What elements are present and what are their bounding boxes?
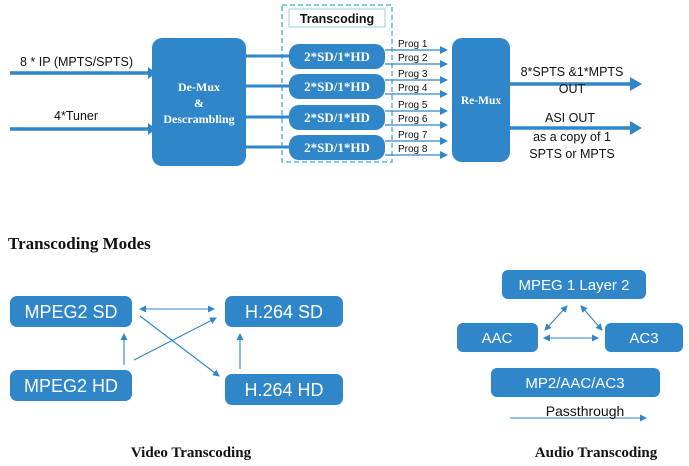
prog-label-6: Prog 6 (398, 114, 428, 125)
input-ip-label: 8 * IP (MPTS/SPTS) (20, 55, 133, 69)
ac3-box (605, 323, 683, 352)
prog-label-7: Prog 7 (398, 130, 428, 141)
mpeg2-hd-label: MPEG2 HD (24, 376, 118, 396)
h264-hd-label: H.264 HD (244, 380, 323, 400)
transcoder-box-3 (289, 105, 385, 130)
mp2-aac-ac3-label: MP2/AAC/AC3 (525, 375, 624, 392)
transcoder-box-2 (289, 74, 385, 99)
mpeg1-layer2-label: MPEG 1 Layer 2 (519, 277, 630, 294)
h264-sd-label: H.264 SD (245, 302, 323, 322)
aac-box (457, 323, 538, 352)
prog-label-5: Prog 5 (398, 100, 428, 111)
mpeg1-layer2-box (502, 270, 646, 299)
remux-label: Re-Mux (461, 95, 501, 107)
input-arrows (10, 67, 156, 135)
transcoding-region (281, 4, 393, 163)
mpeg2-hd-box (10, 370, 132, 401)
h264-hd-box (225, 374, 343, 405)
output-spts-line2: OUT (559, 82, 586, 96)
output-arrows (510, 77, 642, 135)
transcoder-label-1: 2*SD/1*HD (304, 49, 370, 64)
transcoder-box-1 (289, 44, 385, 69)
demux-label-line1: De-Mux (178, 80, 220, 94)
demux-to-transcoder-lines (246, 54, 290, 149)
mpeg2-sd-label: MPEG2 SD (24, 302, 117, 322)
output-asi-line1: ASI OUT (545, 111, 595, 125)
output-asi-line2: as a copy of 1 (533, 130, 611, 144)
transcoding-label-box (288, 8, 386, 28)
output-asi-line3: SPTS or MPTS (529, 147, 614, 161)
transcoding-label: Transcoding (300, 12, 374, 26)
prog-label-8: Prog 8 (398, 144, 428, 155)
prog-arrows (385, 46, 448, 159)
video-caption: Video Transcoding (131, 445, 252, 461)
output-spts-line1: 8*SPTS &1*MPTS (521, 65, 624, 79)
aac-label: AAC (482, 330, 513, 347)
prog-label-1: Prog 1 (398, 39, 428, 50)
prog-label-2: Prog 2 (398, 53, 428, 64)
transcoder-label-4: 2*SD/1*HD (304, 140, 370, 155)
remux-box (452, 38, 510, 162)
demux-label-line2: & (194, 96, 204, 110)
video-transcoding-arrows (120, 305, 244, 377)
mp2-aac-ac3-box (491, 368, 660, 397)
demux-box (152, 38, 246, 166)
modes-title: Transcoding Modes (8, 234, 151, 253)
audio-caption: Audio Transcoding (535, 445, 658, 461)
audio-transcoding-arrows (510, 305, 647, 422)
transcoder-box-4 (289, 135, 385, 160)
transcoder-label-2: 2*SD/1*HD (304, 79, 370, 94)
demux-label-line3: Descrambling (163, 112, 234, 126)
transcoder-label-3: 2*SD/1*HD (304, 110, 370, 125)
prog-label-4: Prog 4 (398, 83, 428, 94)
mpeg2-sd-box (10, 296, 132, 327)
input-tuner-label: 4*Tuner (54, 109, 98, 123)
ac3-label: AC3 (629, 330, 658, 347)
prog-label-3: Prog 3 (398, 69, 428, 80)
h264-sd-box (225, 296, 343, 327)
passthrough-label: Passthrough (546, 403, 625, 419)
